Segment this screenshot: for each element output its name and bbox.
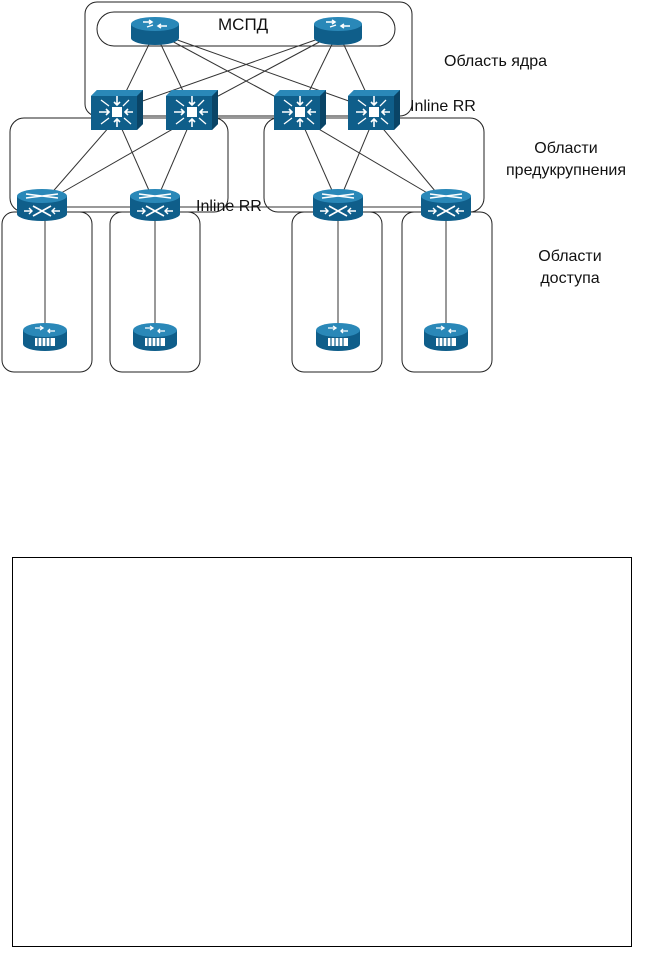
agg-switch-1-icon [16,188,68,222]
mspd-outline [96,11,396,47]
core-switch-4-icon [347,89,401,131]
access-router-4-icon [423,322,469,352]
access-router-3-icon [315,322,361,352]
zone-aggregation-label: Области предукрупнения [506,140,626,179]
empty-frame [12,557,632,947]
agg-switch-4-icon [420,188,472,222]
core-switch-1-icon [90,89,144,131]
inline-rr-top-label: Inline RR [410,98,476,115]
core-router-right-icon [313,16,363,46]
access-router-2-icon [132,322,178,352]
mspd-label: МСПД [218,15,269,34]
core-area-outline [84,1,413,117]
agg-switch-2-icon [129,188,181,222]
network-topology-diagram [1,1,493,373]
access-router-1-icon [22,322,68,352]
core-switch-3-icon [273,89,327,131]
core-switch-2-icon [165,89,219,131]
network-links [41,31,447,325]
zone-core-label: Область ядра [444,53,548,70]
agg-switch-3-icon [312,188,364,222]
zone-access-label: Области доступа [538,248,602,287]
inline-rr-bottom-label: Inline RR [196,198,262,215]
core-router-left-icon [130,16,180,46]
